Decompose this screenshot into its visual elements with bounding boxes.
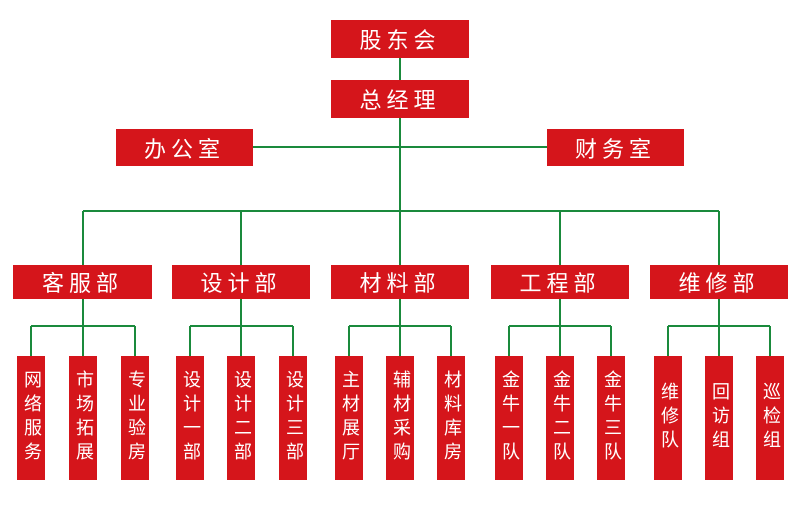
node-unit: 专业验房 [121,356,149,480]
node-unit: 设计三部 [279,356,307,480]
node-unit: 辅材采购 [386,356,414,480]
node-unit: 市场拓展 [69,356,97,480]
node-office-left: 办公室 [116,129,253,166]
node-department: 维修部 [650,265,788,299]
node-shareholders: 股东会 [331,20,469,58]
node-unit: 金牛二队 [546,356,574,480]
node-unit: 设计一部 [176,356,204,480]
node-unit: 主材展厅 [335,356,363,480]
node-unit: 巡检组 [756,356,784,480]
node-unit: 材料库房 [437,356,465,480]
node-unit: 回访组 [705,356,733,480]
node-unit: 金牛三队 [597,356,625,480]
node-department: 工程部 [491,265,629,299]
node-unit: 网络服务 [17,356,45,480]
node-unit: 维修队 [654,356,682,480]
node-department: 客服部 [13,265,152,299]
node-unit: 金牛一队 [495,356,523,480]
node-office-right: 财务室 [547,129,684,166]
node-unit: 设计二部 [227,356,255,480]
node-general-manager: 总经理 [331,80,469,118]
node-department: 材料部 [331,265,469,299]
node-department: 设计部 [172,265,310,299]
